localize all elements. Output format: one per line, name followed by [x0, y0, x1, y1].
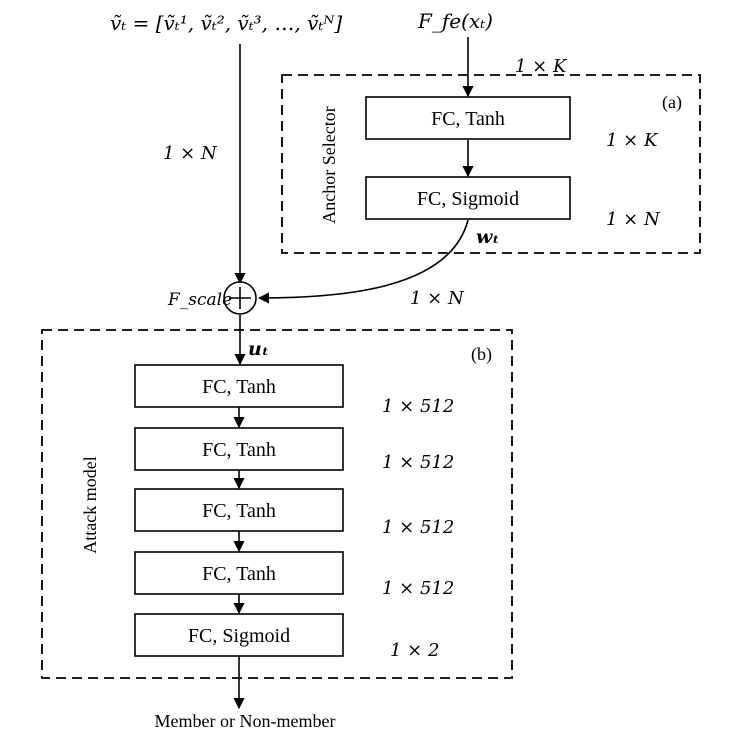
attack-layer-2-label: FC, Tanh — [202, 439, 276, 461]
anchor-selector-panel — [281, 74, 701, 254]
anchor-layer-2-label: FC, Sigmoid — [417, 188, 519, 210]
feature-input-label: F_fe(xₜ) — [417, 9, 493, 33]
attack-layer-2 — [134, 427, 344, 471]
anchor-selector-title: Anchor Selector — [319, 106, 339, 223]
attack-layer-3-dim: 1 × 512 — [382, 517, 454, 538]
attack-layer-1-dim: 1 × 512 — [382, 396, 454, 417]
anchor-layer-2 — [365, 176, 571, 220]
u-t-label: uₜ — [248, 338, 269, 360]
attack-layer-4-dim: 1 × 512 — [382, 578, 454, 599]
anchor-layer-1-label: FC, Tanh — [431, 108, 505, 130]
attack-model-panel — [41, 329, 513, 679]
anchor-layer-2-dim: 1 × N — [606, 209, 661, 230]
attack-layer-5-dim: 1 × 2 — [390, 640, 439, 661]
panel-a-tag: (a) — [662, 92, 682, 113]
attack-layer-4-label: FC, Tanh — [202, 563, 276, 585]
output-label: Member or Non-member — [155, 711, 336, 731]
attack-layer-3-label: FC, Tanh — [202, 500, 276, 522]
w-t-label: wₜ — [476, 226, 499, 248]
attack-layer-4 — [134, 551, 344, 595]
attack-layer-1 — [134, 364, 344, 408]
v-dim: 1 × N — [163, 143, 218, 164]
w-dim: 1 × N — [410, 288, 465, 309]
attack-layer-2-dim: 1 × 512 — [382, 452, 454, 473]
anchor-layer-1 — [365, 96, 571, 140]
attack-model-title: Attack model — [80, 456, 100, 553]
anchor-input-dim: 1 × K — [515, 56, 568, 77]
panel-b-tag: (b) — [471, 344, 492, 365]
attack-layer-5-label: FC, Sigmoid — [188, 625, 290, 647]
anchor-layer-1-dim: 1 × K — [606, 130, 659, 151]
w-t-arrow — [257, 219, 469, 304]
attack-layer-3 — [134, 488, 344, 532]
f-scale-label: F_scale — [167, 290, 232, 310]
v-vector-label: ṽₜ = [ṽₜ¹, ṽₜ², ṽₜ³, …, ṽₜᴺ] — [110, 11, 342, 35]
attack-layer-1-label: FC, Tanh — [202, 376, 276, 398]
